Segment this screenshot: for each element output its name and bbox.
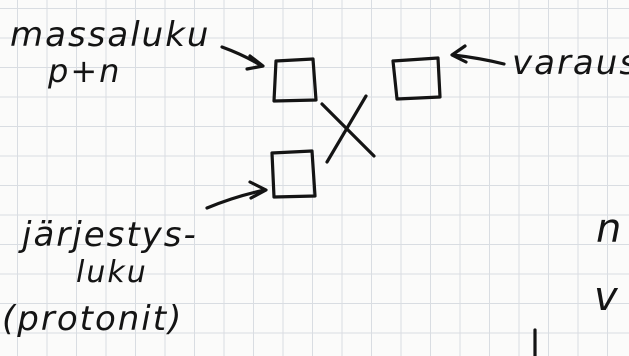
element-symbol-text: X bbox=[0, 0, 1, 1]
element-x-stroke-1 bbox=[320, 102, 376, 158]
atomic-number-box bbox=[270, 149, 317, 199]
mass-number-box bbox=[272, 57, 318, 103]
mass-number-label-line2: p+n bbox=[47, 52, 121, 90]
charge-label: varaus bbox=[512, 43, 629, 83]
element-x-stroke-2 bbox=[325, 94, 368, 164]
mass-number-label-line1: massaluku bbox=[10, 15, 210, 55]
atomic-number-label-line2: luku bbox=[76, 255, 148, 290]
charge-box bbox=[391, 56, 442, 101]
atomic-number-label-line3: (protonit) bbox=[2, 299, 183, 339]
cut-off-text-right-1: n bbox=[596, 206, 623, 252]
cut-off-text-right-2: v bbox=[594, 274, 620, 320]
arrow-to-mass-box bbox=[220, 45, 264, 68]
arrowhead-mass bbox=[245, 54, 265, 71]
arrow-to-charge-box bbox=[451, 53, 506, 66]
arrowhead-charge bbox=[450, 44, 468, 64]
arrow-to-atomic-box bbox=[205, 188, 267, 210]
atomic-number-label-line1: järjestys- bbox=[18, 215, 198, 255]
arrowhead-atomic bbox=[248, 180, 268, 200]
